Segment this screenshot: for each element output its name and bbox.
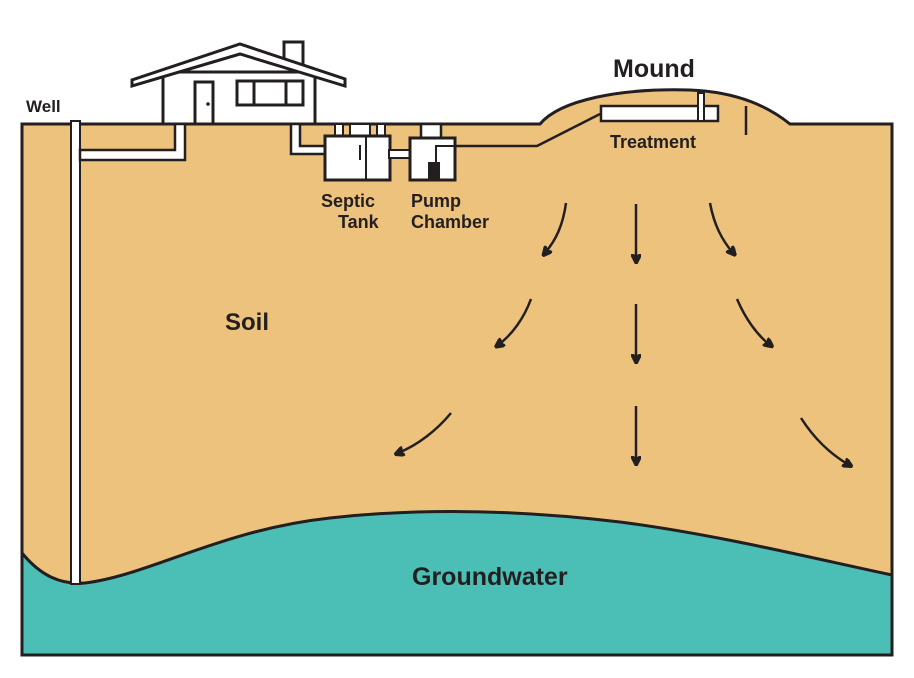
flow-arrow	[545, 202, 568, 253]
well	[70, 120, 187, 585]
flow-arrow	[398, 412, 452, 453]
door-knob	[206, 102, 210, 106]
flow-arrow	[498, 298, 533, 345]
tank-to-pump-pipe	[388, 149, 412, 159]
pump	[428, 162, 440, 180]
window	[235, 79, 305, 107]
treatment-label: Treatment	[610, 132, 696, 152]
well-label: Well	[26, 97, 61, 116]
septic-tank-label-line1: Septic	[321, 191, 375, 211]
pump-chamber-label-line1: Pump	[411, 191, 461, 211]
pump-chamber	[408, 122, 457, 182]
flow-arrow	[708, 202, 733, 253]
septic-tank-label-line2: Tank	[338, 212, 380, 232]
flow-arrow	[735, 298, 770, 345]
mound-label: Mound	[613, 55, 695, 83]
house-roof	[130, 42, 347, 89]
groundwater-label: Groundwater	[412, 563, 568, 591]
well-casing	[70, 120, 81, 585]
groundwater-region	[22, 511, 892, 655]
door	[193, 80, 215, 126]
pressure-line	[455, 112, 601, 148]
soil-region	[20, 88, 894, 657]
inspection-port	[697, 92, 705, 122]
house	[130, 40, 347, 126]
septic-tank	[323, 123, 392, 182]
pump-chamber-label-line2: Chamber	[411, 212, 489, 232]
water-table-line	[20, 510, 893, 585]
well-supply-pipe	[78, 122, 187, 162]
diagram-frame	[20, 124, 894, 657]
flow-arrows	[398, 202, 849, 465]
soil-label: Soil	[225, 309, 269, 336]
treatment-bed	[599, 92, 748, 135]
flow-arrow	[799, 417, 849, 465]
septic-tank-body	[323, 134, 392, 182]
